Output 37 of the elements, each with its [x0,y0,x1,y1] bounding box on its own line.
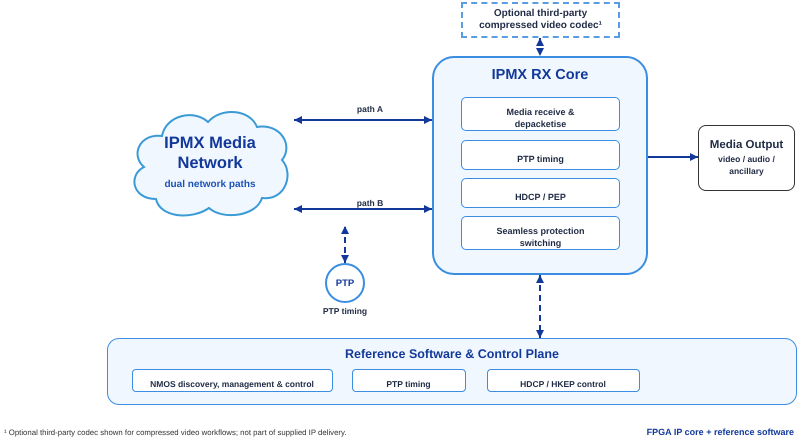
block-title: NMOS discovery, management & control [150,379,314,389]
block-title: Media Output [710,138,784,151]
block-title: IPMX Media Network [163,134,257,174]
product-note: FPGA IP core + reference software [646,427,794,437]
block-title: PTP timing [386,379,431,389]
output-box [698,125,795,191]
block-title: Reference Software & Control Plane [344,347,560,361]
function-block [461,140,620,170]
function-block [461,178,620,208]
edge-label: path B [354,198,386,208]
software-block [352,368,466,392]
block-subtitle: video / audio / ancillary [717,152,776,178]
block-title: Optional third-party compressed video codec¹ [478,8,603,32]
block-title: HDCP / HKEP control [520,379,606,389]
codec-box [461,2,620,38]
double-arrow [536,38,544,56]
block-title: IPMX RX Core [490,67,590,83]
node-caption: PTP timing [322,306,368,316]
control-plane-panel [107,338,797,405]
edge-label: path A [354,104,386,114]
block-title: PTP [336,278,354,288]
arrow [648,153,698,161]
core-block [432,56,648,275]
software-block [132,368,332,392]
ptp-circle [325,263,365,303]
double-arrow [536,275,544,338]
block-title: Seamless protection switching [495,226,586,249]
block-title: PTP timing [516,154,565,166]
double-arrow [341,226,349,263]
double-arrow [294,116,432,124]
function-block [461,97,620,131]
block-title: Media receive & depacketise [505,107,576,130]
block-title: HDCP / PEP [514,192,567,204]
double-arrow [294,205,432,213]
software-block [486,368,640,392]
block-subtitle: dual network paths [164,179,256,190]
function-block [461,216,620,250]
